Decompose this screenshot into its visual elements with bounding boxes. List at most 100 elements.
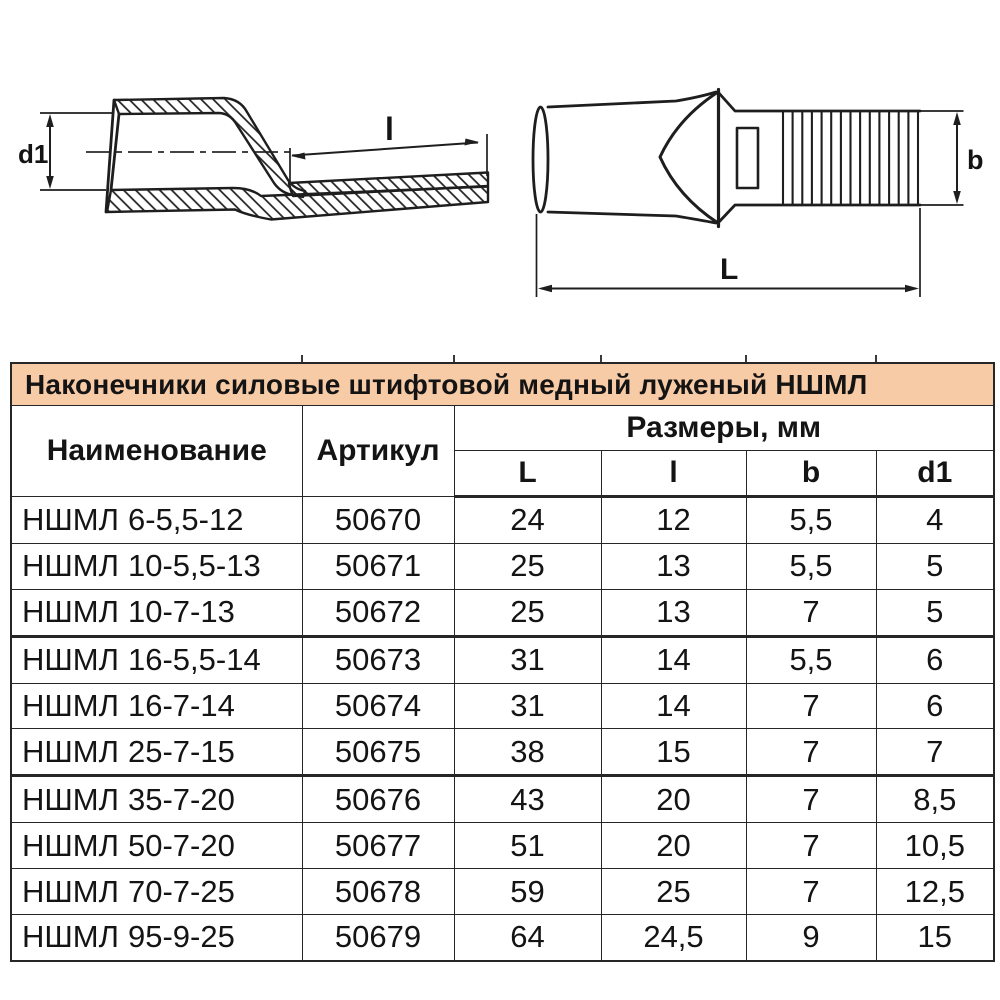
product-series: НШМЛ xyxy=(22,501,119,537)
product-series: НШМЛ xyxy=(22,642,119,678)
label-b: b xyxy=(967,145,984,175)
column-header-d1: d1 xyxy=(875,450,995,498)
gridline-stub xyxy=(875,355,877,363)
dim-l-cell: 25 xyxy=(600,868,747,916)
dim-b-cell: 7 xyxy=(745,822,877,870)
sku-cell: 50677 xyxy=(301,822,455,870)
dim-L-cell: 25 xyxy=(453,542,602,590)
product-size: 16-7-14 xyxy=(128,688,235,723)
gridline-stub xyxy=(745,355,747,363)
dim-d1-cell: 7 xyxy=(875,728,995,778)
dim-L-cell: 43 xyxy=(453,775,602,824)
dim-d1-cell: 6 xyxy=(875,682,995,730)
sku-cell: 50671 xyxy=(301,542,455,590)
technical-drawings: d1 l xyxy=(18,87,984,297)
dim-L-cell: 31 xyxy=(453,682,602,730)
sku-cell: 50678 xyxy=(301,868,455,916)
cylinder-top xyxy=(546,90,718,109)
table-header-row: Наименование Артикул Размеры, мм xyxy=(10,405,995,497)
gridline-stub xyxy=(301,355,303,363)
product-series: НШМЛ xyxy=(22,827,119,863)
dim-b-cell: 9 xyxy=(745,914,877,962)
label-l: l xyxy=(385,111,394,147)
dim-l-cell: 13 xyxy=(600,588,747,638)
column-header-name: Наименование xyxy=(10,405,303,497)
dim-L-cell: 64 xyxy=(453,914,602,962)
dim-L-cell: 59 xyxy=(453,868,602,916)
dim-b-cell: 7 xyxy=(745,868,877,916)
dim-l-cell: 13 xyxy=(600,542,747,590)
arrowhead-up xyxy=(953,112,961,125)
dim-b-cell: 5,5 xyxy=(745,496,877,544)
table-title-cell: Наконечники силовые штифтовой медный луж… xyxy=(10,362,995,406)
dim-l-cell: 20 xyxy=(600,822,747,870)
gridline-stub xyxy=(600,355,602,363)
arrowhead-left xyxy=(291,152,306,160)
sku-cell: 50679 xyxy=(301,914,455,962)
product-size: 70-7-25 xyxy=(128,873,235,909)
column-header-L: L xyxy=(453,450,602,498)
dim-d1-cell: 10,5 xyxy=(875,822,995,870)
label-d1: d1 xyxy=(18,139,48,169)
label-L: L xyxy=(720,253,738,286)
product-series: НШМЛ xyxy=(22,733,119,769)
column-header-dimensions: Размеры, мм xyxy=(453,405,995,451)
product-series: НШМЛ xyxy=(22,873,119,909)
dim-l-cell: 14 xyxy=(600,635,747,684)
dim-d1-cell: 8,5 xyxy=(875,775,995,824)
dim-L-cell: 24 xyxy=(453,496,602,544)
dim-d1-cell: 5 xyxy=(875,588,995,638)
column-header-b: b xyxy=(745,450,877,498)
dim-b-cell: 7 xyxy=(745,588,877,638)
dim-L-cell: 38 xyxy=(453,728,602,778)
inspection-window xyxy=(735,126,760,190)
dim-l-cell: 15 xyxy=(600,728,747,778)
product-size: 35-7-20 xyxy=(128,781,235,817)
dim-b-cell: 5,5 xyxy=(745,542,877,590)
arrowhead-right xyxy=(905,284,919,293)
dim-l-cell: 14 xyxy=(600,682,747,730)
product-size: 6-5,5-12 xyxy=(128,501,244,537)
dim-l-cell: 20 xyxy=(600,775,747,824)
product-size: 25-7-15 xyxy=(128,733,235,769)
table-title-row: Наконечники силовые штифтовой медный луж… xyxy=(10,362,995,406)
product-series: НШМЛ xyxy=(22,781,119,817)
column-header-sku: Артикул xyxy=(301,405,455,497)
dim-b-cell: 5,5 xyxy=(745,635,877,684)
arrowhead-down xyxy=(953,191,961,204)
barrel-mouth-ellipse xyxy=(531,105,550,214)
dimension-d1: d1 xyxy=(18,112,112,191)
pin-ribs xyxy=(781,111,920,205)
dimension-L: L xyxy=(535,208,921,297)
dim-d1-cell: 5 xyxy=(875,542,995,590)
mouth-outer-edge xyxy=(104,98,116,214)
dim-L-cell: 51 xyxy=(453,822,602,870)
dim-l-cell: 12 xyxy=(600,496,747,544)
product-series: НШМЛ xyxy=(22,594,119,630)
dim-d1-cell: 4 xyxy=(875,496,995,544)
product-size: 10-7-13 xyxy=(128,594,235,630)
barrel-bottom-wall xyxy=(105,185,490,221)
dim-l-cell: 24,5 xyxy=(600,914,747,962)
left-drawing-barrel-section: d1 l xyxy=(18,96,490,221)
product-size: 10-5,5-13 xyxy=(128,548,261,584)
table-subheader-row: L l b d1 xyxy=(11,450,995,498)
product-size: 95-9-25 xyxy=(128,919,235,955)
spec-table: Наконечники силовые штифтовой медный луж… xyxy=(10,362,996,962)
sku-cell: 50670 xyxy=(301,496,455,544)
